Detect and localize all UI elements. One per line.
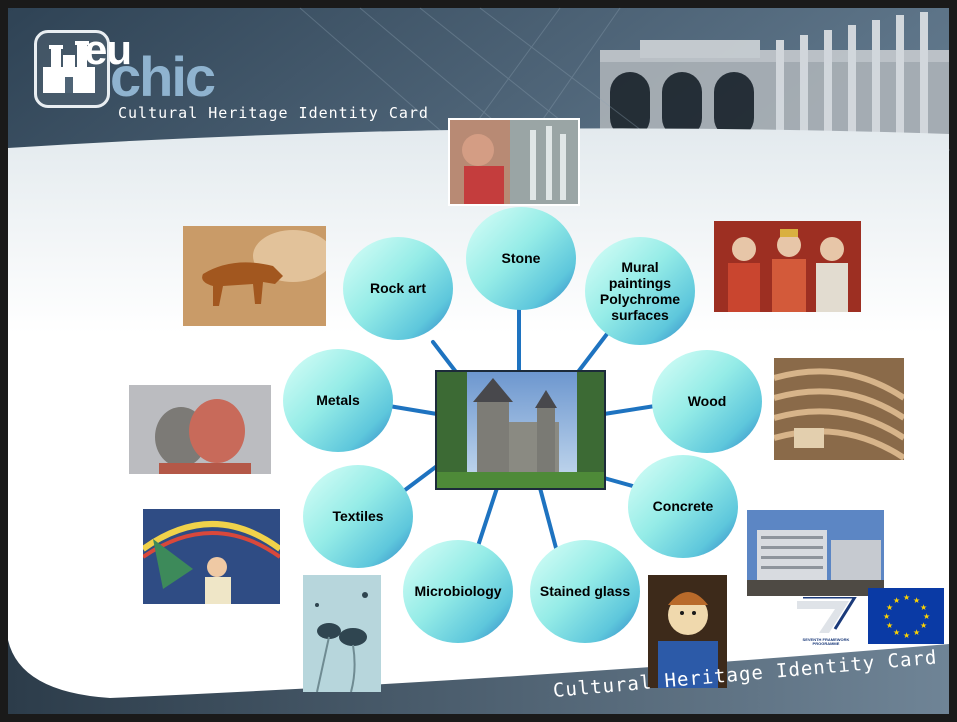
photo-stone-workshop [448,118,580,206]
photo-concrete-building [747,510,884,596]
arcade-colonnade [600,12,949,140]
node-microbiology: Microbiology [403,540,513,643]
connector-lines [387,308,657,550]
photo-metal-statue [129,385,271,474]
node-stone: Stone [466,207,576,310]
svg-text:★: ★ [893,596,900,605]
node-rock-art: Rock art [343,237,453,340]
node-mural-paintings: Mural paintings Polychrome surfaces [585,237,695,345]
svg-text:★: ★ [913,628,920,637]
eu-flag-icon: ★ ★ ★ ★ ★ ★ ★ ★ ★ ★ ★ ★ [868,588,944,644]
photo-rock-art [183,226,326,326]
photo-wood-structure [774,358,904,460]
svg-text:★: ★ [886,621,893,630]
svg-text:★: ★ [903,593,910,602]
logo-chic-text: chic [110,45,216,108]
node-textiles: Textiles [303,465,413,568]
logo-eu-text: eu [84,26,132,73]
svg-text:★: ★ [913,596,920,605]
svg-text:★: ★ [920,621,927,630]
header-tagline: Cultural Heritage Identity Card [118,104,429,122]
node-wood: Wood [652,350,762,453]
svg-text:★: ★ [893,628,900,637]
programme-line-2: PROGRAMME [812,641,840,647]
photo-microbiology-fungi [303,575,381,692]
svg-text:★: ★ [923,612,930,621]
programme-line-1: SEVENTH FRAMEWORK [802,637,850,642]
svg-text:★: ★ [920,603,927,612]
center-castle-photo [435,370,606,490]
photo-textile-angel [143,509,280,604]
photo-stained-glass [648,575,727,688]
photo-mural-painting [714,221,861,312]
logo-castle-icon [34,30,110,108]
seventh-framework-logo: SEVENTH FRAMEWORK PROGRAMME [789,595,863,651]
svg-text:★: ★ [903,631,910,640]
node-metals: Metals [283,349,393,452]
node-stained-glass: Stained glass [530,540,640,643]
node-concrete: Concrete [628,455,738,558]
svg-text:★: ★ [883,612,890,621]
svg-text:★: ★ [886,603,893,612]
